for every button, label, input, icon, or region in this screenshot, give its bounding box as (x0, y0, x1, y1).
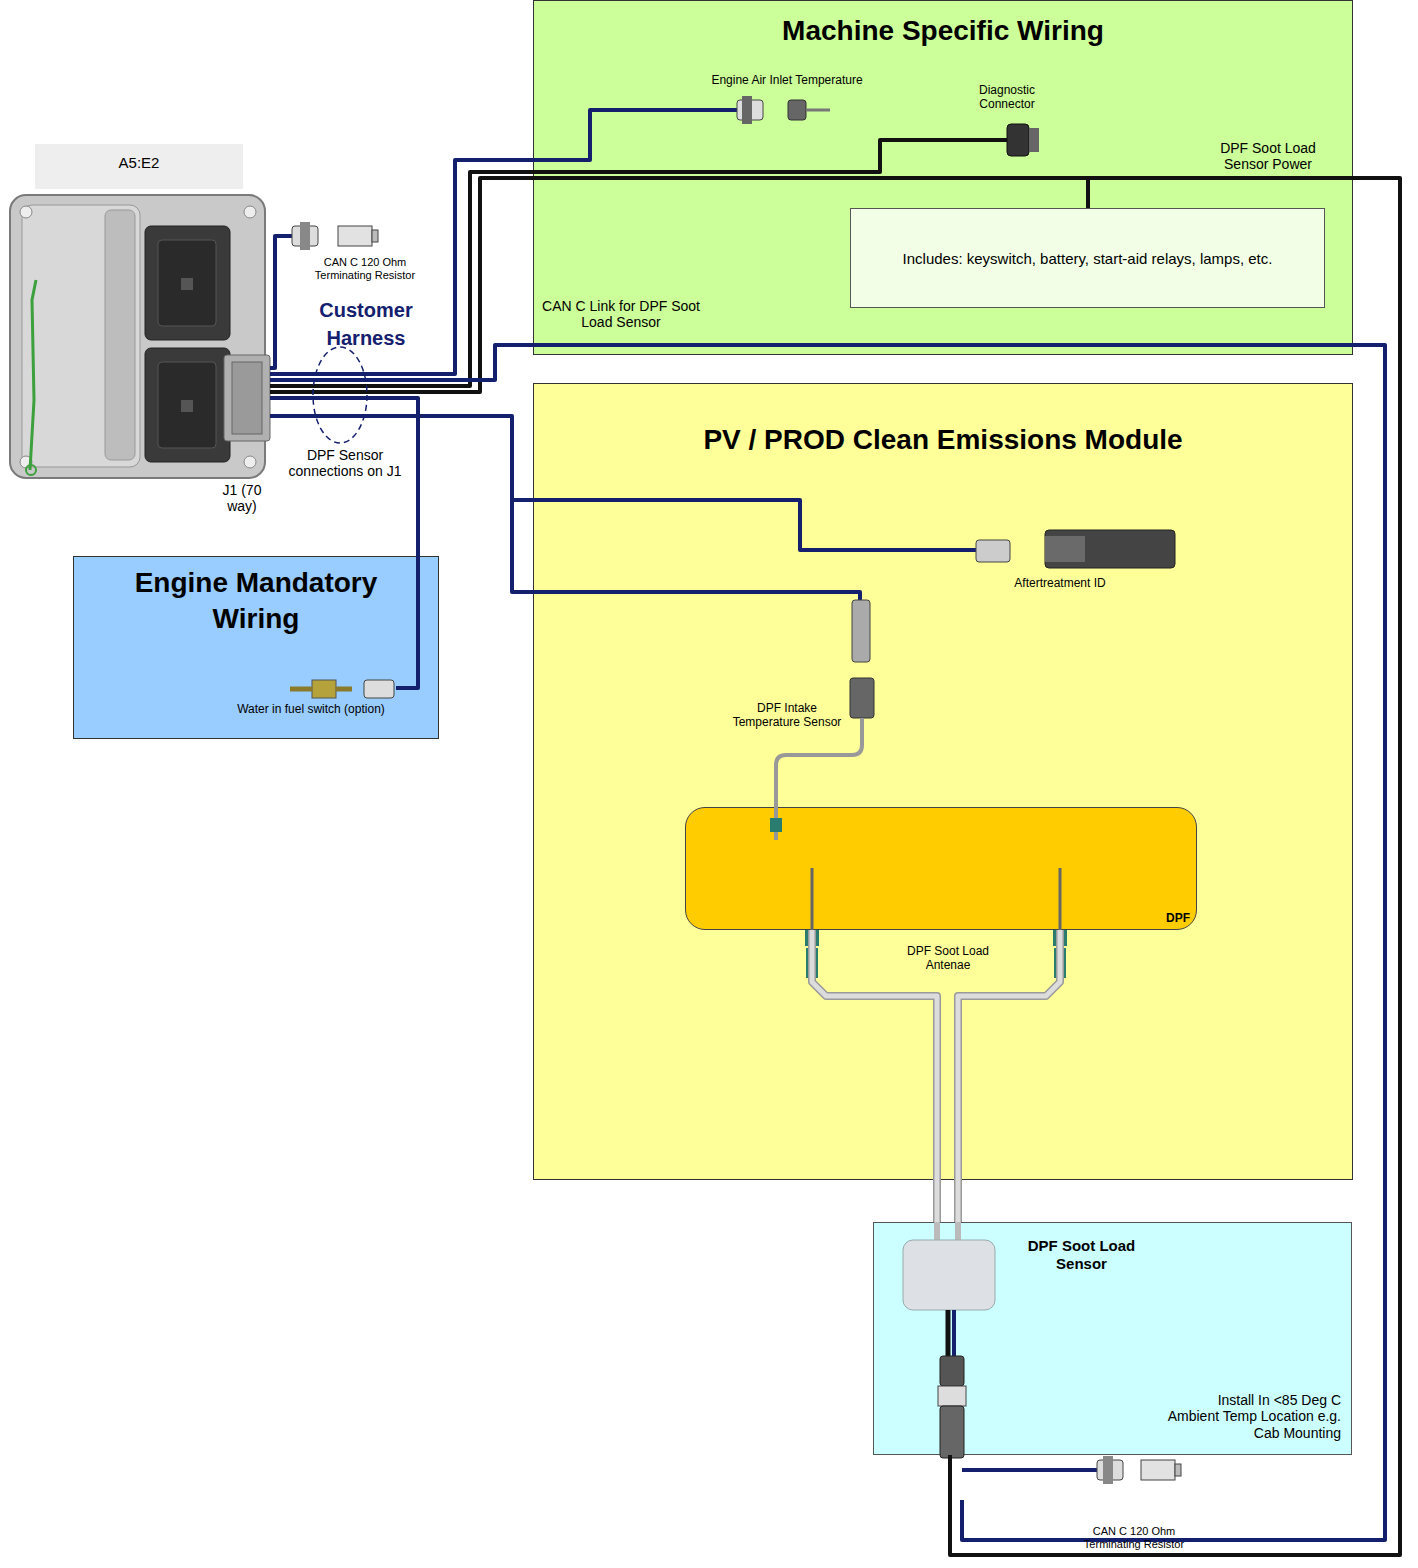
harness-callout (313, 347, 367, 443)
module-tag: A5:E2 (35, 144, 243, 189)
node-title: DPF Soot Load Sensor (1019, 1237, 1144, 1273)
part-label: Customer Harness (301, 296, 431, 352)
part-label: CAN C 120 Ohm Terminating Resistor (1072, 1525, 1197, 1550)
antenna-cable (812, 930, 937, 1222)
node-title: DPF (1166, 911, 1190, 925)
part-label: Diagnostic Connector (967, 84, 1047, 112)
part-label: DPF Soot Load Antenae (898, 945, 998, 973)
part-label: J1 (70 way) (211, 482, 273, 514)
node-title: Engine Mandatory Wiring (104, 565, 408, 638)
part-label: Engine Air Inlet Temperature (687, 74, 887, 88)
edge-label: DPF Soot Load Sensor Power (1203, 140, 1333, 172)
node-title: PV / PROD Clean Emissions Module (534, 424, 1352, 456)
node-title: Machine Specific Wiring (534, 15, 1352, 47)
module-region: PV / PROD Clean Emissions ModuleDPF (533, 383, 1353, 1180)
info-box: Includes: keyswitch, battery, start-aid … (850, 208, 1325, 308)
ecu-illustration (10, 195, 270, 478)
part-label: DPF Intake Temperature Sensor (722, 702, 852, 730)
part-label: Water in fuel switch (option) (211, 703, 411, 717)
node-title: Includes: keyswitch, battery, start-aid … (859, 209, 1316, 307)
part-label: DPF Sensor connections on J1 (280, 447, 410, 479)
power-wire (950, 178, 1400, 1555)
antenna-cable (958, 930, 1060, 1222)
part-label: Aftertreatment ID (980, 577, 1140, 591)
part-label: CAN C Link for DPF Soot Load Sensor (536, 298, 706, 330)
node-title: A5:E2 (35, 144, 243, 181)
harness-wires (270, 110, 1385, 1540)
node-note: Install In <85 Deg C Ambient Temp Locati… (1166, 1392, 1341, 1442)
connector-symbols (290, 96, 1181, 1484)
part-label: CAN C 120 Ohm Terminating Resistor (303, 256, 428, 281)
dpf-box: DPF (685, 807, 1197, 930)
